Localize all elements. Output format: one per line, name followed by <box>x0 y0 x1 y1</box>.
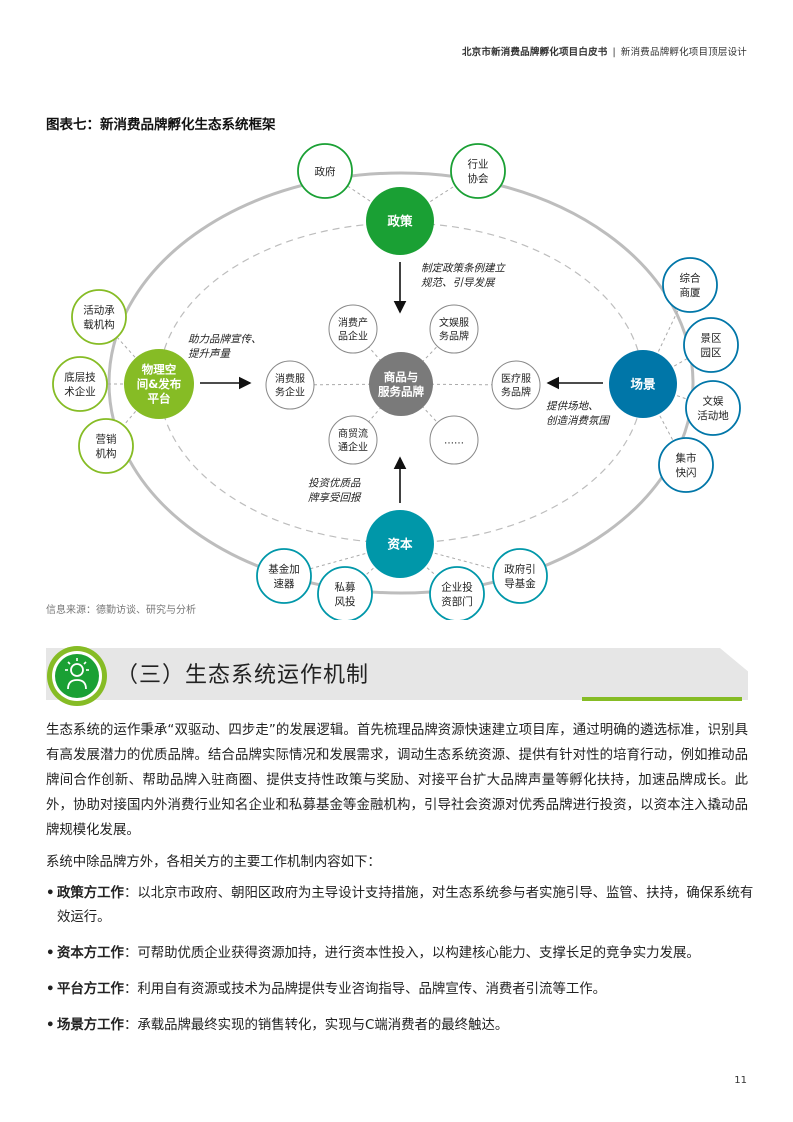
stakeholder-node <box>683 317 739 373</box>
brand-label: 消费服务企业 <box>275 372 305 399</box>
stakeholder-node <box>71 289 127 345</box>
brand-node <box>491 360 541 410</box>
bullet-label: 政策方工作 <box>57 886 124 901</box>
stakeholder-node <box>685 380 741 436</box>
center-label: 商品与服务品牌 <box>378 370 424 399</box>
outer-ellipse <box>107 171 695 595</box>
bullet-text: ：以北京市政府、朝阳区政府为主导设计支持措施，对生态系统参与者实施引导、监管、扶… <box>57 886 754 925</box>
hub-capital <box>366 510 434 578</box>
hub-label: 场景 <box>630 377 656 392</box>
bullet-text: ：利用自有资源或技术为品牌提供专业咨询指导、品牌宣传、消费者引流等工作。 <box>123 982 607 997</box>
center-node <box>369 352 433 416</box>
bullet-text: ：可帮助优质企业获得资源加持，进行资本性投入，以构建核心能力、支撑长足的竞争实力… <box>123 946 700 961</box>
brand-node <box>429 304 479 354</box>
paragraph-text: 生态系统的运作秉承“双驱动、四步走”的发展逻辑。首先梳理品牌资源快速建立项目库，… <box>46 723 748 838</box>
bullet-label: 平台方工作 <box>57 982 124 997</box>
intro-text: 系统中除品牌方外，各相关方的主要工作机制内容如下： <box>46 855 381 870</box>
body-paragraph: 生态系统的运作秉承“双驱动、四步走”的发展逻辑。首先梳理品牌资源快速建立项目库，… <box>46 718 748 843</box>
mechanism-list: •政策方工作：以北京市政府、朝阳区政府为主导设计支持措施，对生态系统参与者实施引… <box>46 882 756 1050</box>
stakeholder-label: 基金加速器 <box>268 563 300 590</box>
hub-policy <box>366 187 434 255</box>
stakeholder-node <box>317 566 373 620</box>
stakeholder-node <box>492 548 548 604</box>
stakeholder-label: 营销机构 <box>96 433 117 460</box>
bullet-text: ：承载品牌最终实现的销售转化，实现与C端消费者的最终触达。 <box>123 1018 509 1033</box>
figure-title: 图表七：新消费品牌孵化生态系统框架 <box>46 117 276 133</box>
hub-scene <box>609 350 677 418</box>
brand-node <box>429 415 479 465</box>
bullet-label: 场景方工作 <box>57 1018 124 1033</box>
brand-label: 商贸流通企业 <box>338 427 368 454</box>
stakeholder-node <box>52 356 108 412</box>
stakeholder-node <box>297 143 353 199</box>
stakeholder-label: 集市快闪 <box>676 452 697 479</box>
stakeholder-label: 政府引导基金 <box>504 563 536 590</box>
list-item-policy: •政策方工作：以北京市政府、朝阳区政府为主导设计支持措施，对生态系统参与者实施引… <box>46 886 754 925</box>
platform-arrow-text: 助力品牌宣传、提升声量 <box>188 334 262 360</box>
list-item-capital: •资本方工作：可帮助优质企业获得资源加持，进行资本性投入，以构建核心能力、支撑长… <box>46 946 700 961</box>
banner-accent-bar <box>582 697 742 701</box>
brand-label: …… <box>444 436 464 447</box>
hub-label: 物理空间&发布平台 <box>137 363 182 406</box>
stakeholder-node <box>658 437 714 493</box>
section-title: （三）生态系统运作机制 <box>116 663 370 688</box>
list-item-platform: •平台方工作：利用自有资源或技术为品牌提供专业咨询指导、品牌宣传、消费者引流等工… <box>46 982 607 997</box>
lightbulb-person-icon <box>47 646 107 706</box>
stakeholder-label: 底层技术企业 <box>64 371 96 398</box>
section-banner <box>46 648 748 700</box>
stakeholder-node <box>450 143 506 199</box>
stakeholder-label: 行业协会 <box>468 158 489 185</box>
brand-label: 文娱服务品牌 <box>439 316 469 343</box>
stakeholder-label: 景区园区 <box>701 333 722 359</box>
stakeholder-node <box>429 566 485 620</box>
section-name: 新消费品牌孵化项目顶层设计 <box>620 47 747 58</box>
hub-platform <box>124 349 194 419</box>
stakeholder-node <box>662 257 718 313</box>
page-number: 11 <box>734 1075 747 1086</box>
stakeholder-label: 企业投资部门 <box>441 581 473 608</box>
stakeholder-label: 政府 <box>315 165 336 178</box>
stakeholder-label: 文娱活动地 <box>697 395 729 422</box>
capital-arrow-text: 投资优质品牌享受回报 <box>308 478 362 504</box>
list-item-scene: •场景方工作：承载品牌最终实现的销售转化，实现与C端消费者的最终触达。 <box>46 1018 509 1033</box>
hub-label: 资本 <box>387 537 413 552</box>
bullet-label: 资本方工作 <box>57 946 124 961</box>
stakeholder-node <box>78 418 134 474</box>
policy-arrow-text: 制定政策条例建立规范、引导发展 <box>421 263 506 289</box>
stakeholder-label: 活动承载机构 <box>83 305 115 331</box>
report-title: 北京市新消费品牌孵化项目白皮书 <box>461 47 608 58</box>
brand-node <box>328 415 378 465</box>
figure-source: 信息来源：德勤访谈、研究与分析 <box>46 605 196 616</box>
stakeholder-label: 综合商厦 <box>680 272 701 299</box>
stakeholder-node <box>256 548 312 604</box>
header-separator: | <box>612 47 616 58</box>
hub-label: 政策 <box>387 214 413 229</box>
page-header: 北京市新消费品牌孵化项目白皮书 | 新消费品牌孵化项目顶层设计 <box>462 44 747 58</box>
stakeholder-label: 私募风投 <box>335 581 356 608</box>
brand-node <box>328 304 378 354</box>
scene-arrow-text: 提供场地、创造消费氛围 <box>546 401 610 427</box>
brand-label: 医疗服务品牌 <box>501 372 531 399</box>
brand-node <box>265 360 315 410</box>
brand-label: 消费产品企业 <box>338 316 368 343</box>
